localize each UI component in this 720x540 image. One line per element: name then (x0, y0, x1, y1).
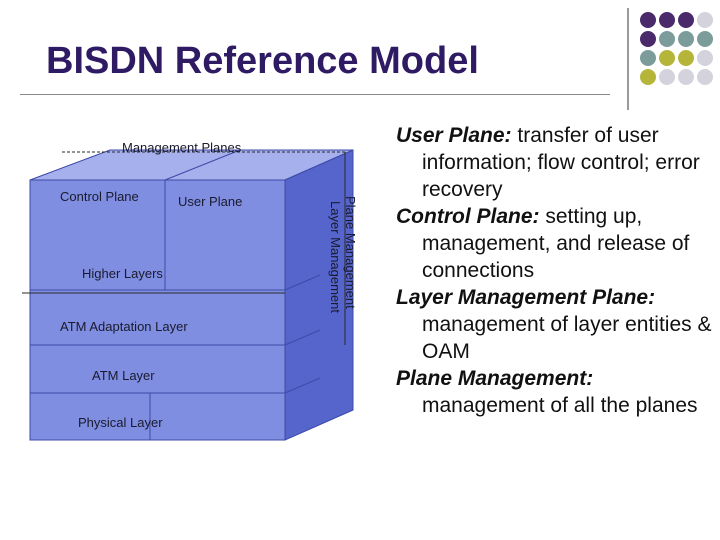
management-planes-label: Management Planes (122, 140, 242, 155)
decoration-dot (659, 50, 675, 66)
decoration-dot (659, 12, 675, 28)
decoration-dot (678, 50, 694, 66)
decoration-dot (640, 12, 656, 28)
decoration-dot (697, 31, 713, 47)
plane-management-label: Plane Management (343, 196, 358, 309)
atm-layer-label: ATM Layer (92, 368, 155, 383)
definition-control-plane: Control Plane: setting up, management, a… (396, 203, 716, 284)
definition-layer-management: Layer Management Plane: management of la… (396, 284, 716, 365)
plane-divider (164, 149, 241, 181)
bisdn-cube-diagram: Management Planes Control Plane User Pla… (22, 140, 358, 441)
decoration-dot (678, 31, 694, 47)
definition-text: management of layer entities & OAM (422, 313, 712, 363)
definition-term: Control Plane: (396, 205, 540, 228)
definition-text: transfer of user information; flow contr… (422, 124, 700, 201)
decoration-dot (678, 69, 694, 85)
decoration-dot (640, 31, 656, 47)
user-plane-label: User Plane (178, 194, 242, 209)
decoration-dot (678, 12, 694, 28)
definitions-list: User Plane: transfer of user information… (396, 122, 716, 419)
decoration-dot (697, 69, 713, 85)
title-divider (20, 94, 610, 95)
cube-front-face (29, 179, 286, 441)
decoration-dot (659, 31, 675, 47)
decoration-divider (627, 8, 629, 110)
definition-term: Plane Management: (396, 367, 594, 390)
layer-divider (284, 274, 321, 291)
physical-layer-label: Physical Layer (78, 415, 163, 430)
atm-adaptation-layer-label: ATM Adaptation Layer (60, 319, 188, 334)
definition-text: management of all the planes (422, 394, 698, 417)
definition-plane-management: Plane Management: management of all the … (396, 365, 716, 419)
layer-management-label: Layer Management (328, 201, 343, 313)
layer-divider (284, 329, 321, 346)
definition-term: User Plane: (396, 124, 512, 147)
decoration-dot (659, 69, 675, 85)
decoration-dot (697, 50, 713, 66)
layer-divider (284, 377, 321, 394)
definition-term: Layer Management Plane: (396, 286, 656, 309)
decoration-dot (640, 69, 656, 85)
definition-text: setting up, management, and release of c… (422, 205, 690, 282)
decoration-dot (697, 12, 713, 28)
control-plane-label: Control Plane (60, 189, 139, 204)
higher-layers-label: Higher Layers (82, 266, 163, 281)
decoration-dot (640, 50, 656, 66)
definition-user-plane: User Plane: transfer of user information… (396, 122, 716, 203)
slide-title: BISDN Reference Model (46, 40, 479, 82)
